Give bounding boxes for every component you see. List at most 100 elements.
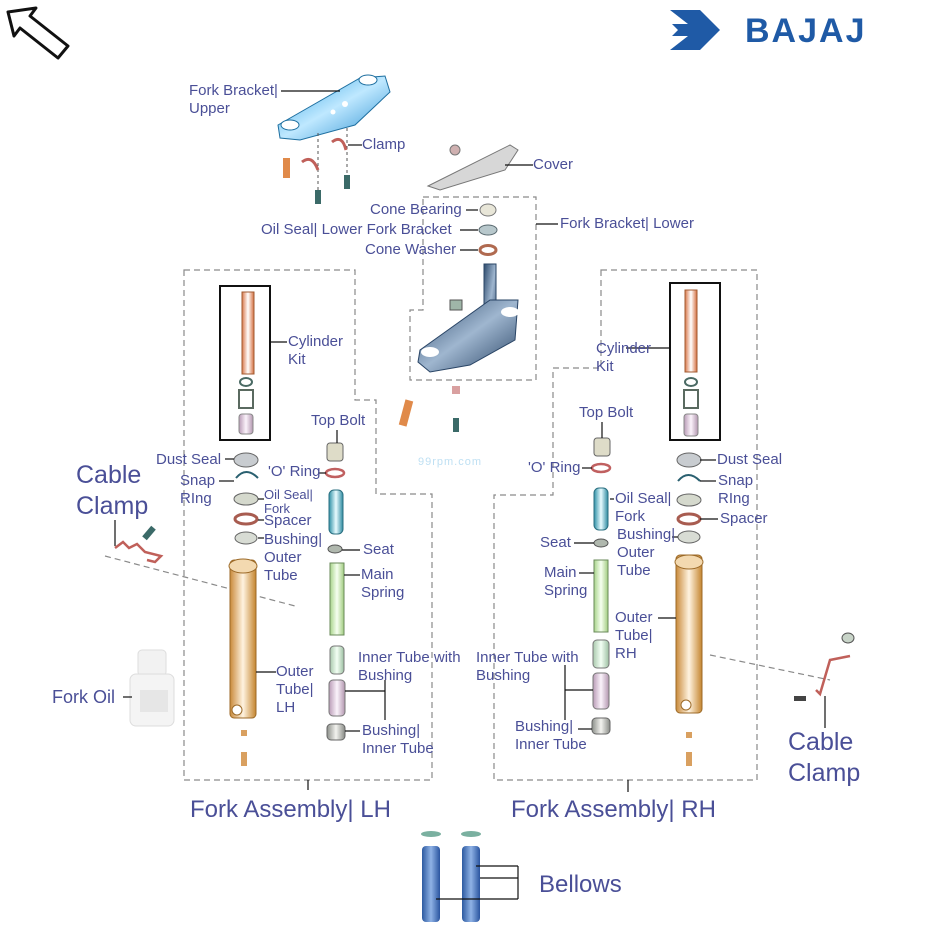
label-rh-seat: Seat <box>540 534 571 551</box>
group-boxes <box>104 196 831 781</box>
label-rh-oil-seal-fork: Oil Seal| Fork <box>615 490 671 526</box>
label-line: Spring <box>361 584 405 601</box>
label-rh-bushing-outer-tube: Bushing| Outer Tube <box>617 526 675 580</box>
fork-bracket-lower-part <box>417 263 519 373</box>
label-line: RIng <box>180 490 212 507</box>
bajaj-wordmark: BAJAJ <box>745 12 867 50</box>
label-lh-spacer: Spacer <box>264 512 312 529</box>
label-fork-bracket-lower: Fork Bracket| Lower <box>560 215 694 232</box>
label-line: Tube| <box>276 681 314 698</box>
fork-oil-bottle <box>129 649 175 727</box>
label-line: RIng <box>718 490 750 507</box>
label-line: Clamp <box>76 492 149 520</box>
label-cone-bearing: Cone Bearing <box>370 201 462 218</box>
label-line: LH <box>276 699 296 716</box>
label-rh-dust-seal: Dust Seal <box>717 451 783 468</box>
label-line: Bushing| <box>362 722 421 739</box>
label-line: Spring <box>544 582 588 599</box>
clamp-part <box>301 157 320 171</box>
label-line: Bushing| <box>264 531 323 548</box>
label-line: Bushing| <box>515 718 574 735</box>
label-oil-seal-lower-fork-bracket: Oil Seal| Lower Fork Bracket <box>261 221 452 238</box>
watermark: 99rpm.com <box>418 456 483 468</box>
label-rh-main-spring: Main Spring <box>544 564 587 600</box>
label-line: Cable <box>788 728 854 756</box>
label-line: Snap <box>180 472 216 489</box>
label-lh-dust-seal: Dust Seal <box>156 451 222 468</box>
label-line: Fork <box>264 501 290 516</box>
cable-clamp-right-part <box>815 654 851 697</box>
label-fork-oil: Fork Oil <box>52 687 115 707</box>
label-rh-outer-tube: Outer Tube| RH <box>615 609 653 663</box>
label-lh-main-spring: Main Spring <box>361 566 404 602</box>
rh-outer-tube-part <box>674 554 704 714</box>
label-rh-spacer: Spacer <box>720 510 768 527</box>
label-rh-bushing-inner-tube: Bushing| Inner Tube <box>515 718 587 754</box>
label-cable-clamp-right: Cable Clamp <box>788 727 860 789</box>
label-line: Tube| <box>615 627 653 644</box>
label-line: Oil Seal| <box>264 487 313 502</box>
label-rh-top-bolt: Top Bolt <box>579 404 634 421</box>
label-line: Tube <box>264 567 298 584</box>
label-lh-oil-seal-fork: Oil Seal| Fork <box>264 488 313 516</box>
label-rh-inner-tube-with-bushing: Inner Tube with Bushing <box>476 649 579 685</box>
label-lh-bushing-inner-tube: Bushing| Inner Tube <box>362 722 434 758</box>
rh-cylinder-kit-box <box>669 282 721 441</box>
fwd-arrow-icon <box>6 6 70 60</box>
label-rh-cylinder-kit: Cylinder Kit <box>596 340 651 376</box>
label-line: Inner Tube with <box>476 649 579 666</box>
label-line: Upper <box>189 100 230 117</box>
label-line: Cable <box>76 461 142 489</box>
label-line: Fork <box>615 508 645 525</box>
label-line: Fork Bracket| <box>189 82 278 99</box>
cable-clamp-left-part <box>114 540 164 564</box>
label-line: Inner Tube <box>515 736 587 753</box>
leader-lines <box>114 90 826 900</box>
label-line: Inner Tube with <box>358 649 461 666</box>
label-lh-o-ring: 'O' Ring <box>268 463 321 480</box>
label-line: Cylinder <box>596 340 652 357</box>
label-cable-clamp-left: Cable Clamp <box>76 460 148 522</box>
label-line: Snap <box>718 472 754 489</box>
label-fork-assembly-rh: Fork Assembly| RH <box>511 796 716 823</box>
label-line: Bushing <box>476 667 531 684</box>
label-line: Bushing <box>358 667 413 684</box>
label-lh-top-bolt: Top Bolt <box>311 412 366 429</box>
label-line: Main <box>544 564 577 581</box>
label-line: Outer <box>617 544 655 561</box>
label-rh-o-ring: 'O' Ring <box>528 459 581 476</box>
bellows-part <box>421 831 481 922</box>
label-line: Kit <box>288 351 306 368</box>
label-line: Oil Seal| <box>615 490 672 507</box>
label-line: Main <box>361 566 394 583</box>
fork-bracket-lower-box <box>409 196 537 381</box>
label-cover: Cover <box>533 156 574 173</box>
rh-assembly-box <box>493 269 758 781</box>
lh-outer-tube-part <box>228 558 258 719</box>
label-lh-outer-tube: Outer Tube| LH <box>276 663 314 717</box>
label-line: Tube <box>617 562 651 579</box>
label-lh-inner-tube-with-bushing: Inner Tube with Bushing <box>358 649 461 685</box>
fork-bracket-upper-part <box>277 74 391 141</box>
label-line: Clamp <box>788 759 861 787</box>
label-line: Inner Tube <box>362 740 434 757</box>
label-fork-bracket-upper: Fork Bracket| Upper <box>189 82 278 118</box>
label-clamp: Clamp <box>362 136 406 153</box>
label-line: Outer <box>264 549 302 566</box>
label-bellows: Bellows <box>539 871 622 898</box>
label-line: Kit <box>596 358 614 375</box>
lh-assembly-box <box>183 269 433 781</box>
lh-cylinder-kit-box <box>219 285 271 441</box>
label-line: Outer <box>276 663 314 680</box>
bajaj-logo-icon <box>670 10 720 50</box>
label-lh-cylinder-kit: Cylinder Kit <box>288 333 343 369</box>
label-lh-snap-ring: Snap RIng <box>180 472 215 508</box>
label-rh-snap-ring: Snap RIng <box>718 472 753 508</box>
label-line: Cylinder <box>288 333 344 350</box>
label-line: Outer <box>615 609 653 626</box>
label-line: RH <box>615 645 637 662</box>
label-fork-assembly-lh: Fork Assembly| LH <box>190 796 391 823</box>
label-lh-bushing-outer-tube: Bushing| Outer Tube <box>264 531 322 585</box>
cover-part <box>426 144 519 191</box>
